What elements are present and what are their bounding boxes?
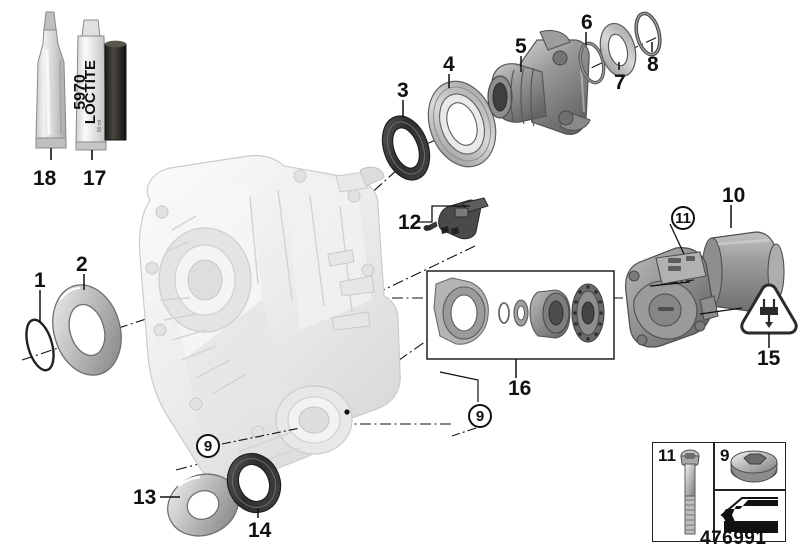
label-1: 1 — [34, 269, 46, 292]
legend-number-11: 11 — [658, 446, 676, 465]
shaft-seal-part-4 — [427, 80, 497, 168]
circled-callout-9-left: 9 — [196, 434, 220, 458]
label-6: 6 — [581, 11, 593, 34]
leader-15-to-motor — [699, 307, 743, 315]
label-5: 5 — [515, 35, 527, 58]
label-14: 14 — [248, 519, 272, 542]
loctite-code-text: 5970 — [72, 74, 89, 110]
snap-ring-part-6 — [578, 41, 606, 85]
position-sensor-part-12 — [423, 197, 489, 240]
label-15: 15 — [757, 347, 781, 370]
circled-callout-11: 11 — [671, 206, 695, 230]
label-17: 17 — [83, 167, 107, 190]
label-7: 7 — [614, 71, 626, 94]
leader-12 — [418, 205, 470, 223]
label-4: 4 — [443, 53, 455, 76]
circled-callout-9-right: 9 — [468, 404, 492, 428]
transfer-case-housing — [138, 154, 401, 485]
o-ring-part-1 — [25, 318, 55, 372]
label-2: 2 — [76, 253, 88, 276]
svg-text:50 ml: 50 ml — [97, 120, 103, 132]
actuator-motor-part-10 — [625, 231, 785, 348]
shaft-seal-part-3 — [381, 115, 431, 181]
label-8: 8 — [647, 53, 659, 76]
loctite-brand-text: LOCTITE — [82, 60, 99, 124]
label-16: 16 — [508, 377, 532, 400]
loctite-cartridge-graphic: LOCTITE 5970 50 ml — [72, 19, 127, 151]
leader-9-lines — [221, 427, 477, 445]
diagram-part-number: 476991 — [700, 528, 767, 549]
label-12: 12 — [398, 211, 422, 234]
retaining-ring-part-8 — [634, 11, 662, 57]
subassembly-16-contents — [433, 277, 605, 345]
label-13: 13 — [133, 486, 157, 509]
output-flange-part-5 — [487, 29, 591, 135]
shim-washer-part-7 — [599, 22, 637, 78]
plug-icon — [760, 299, 778, 328]
label-10: 10 — [722, 184, 746, 207]
seal-ring-part-14 — [226, 452, 282, 514]
label-18: 18 — [33, 167, 57, 190]
washer-ring-part-2 — [52, 284, 122, 376]
label-3: 3 — [397, 79, 409, 102]
legend-number-9: 9 — [720, 446, 730, 465]
sealant-tube-graphic — [35, 11, 67, 149]
electrical-warning-symbol-part-15 — [740, 283, 798, 335]
